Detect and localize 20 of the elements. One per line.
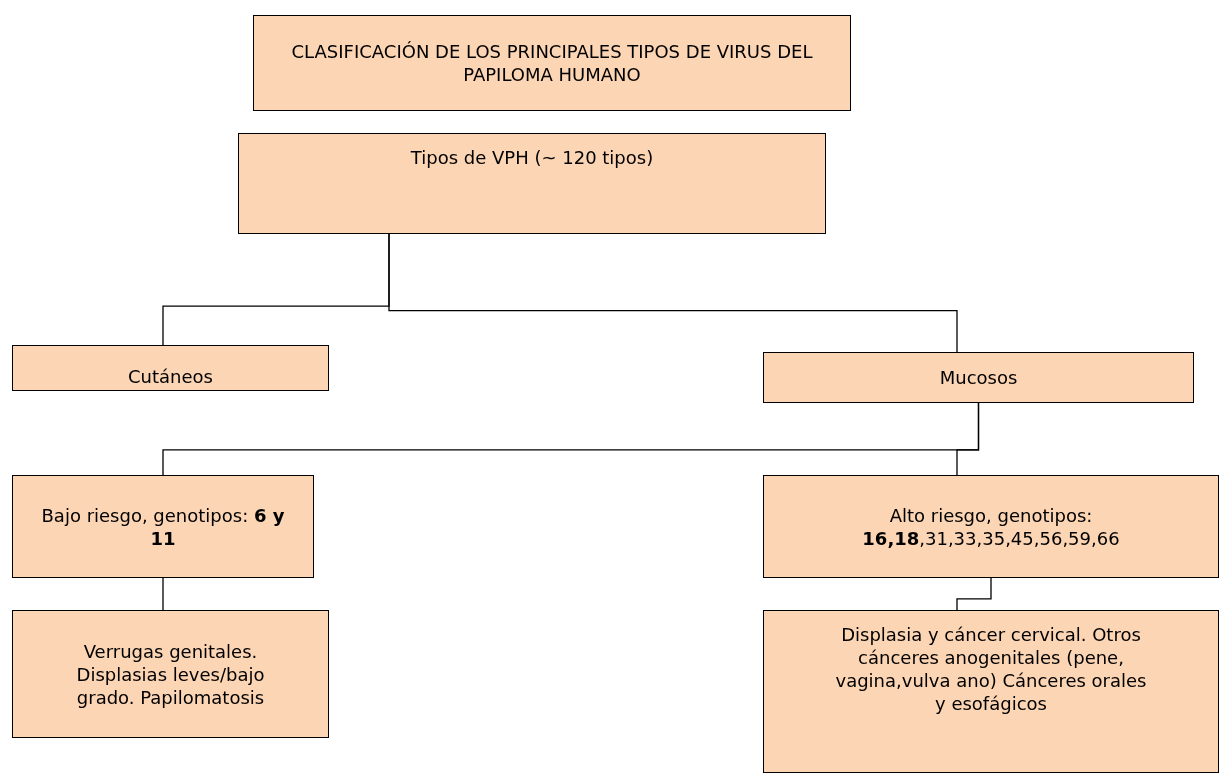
box-label: Cutáneos [128, 365, 213, 388]
process-box [763, 610, 1219, 773]
box-label: Alto riesgo, genotipos: 16,18,31,33,35,45,56,59,66 [861, 503, 1121, 550]
process-box [253, 15, 851, 111]
box-label: CLASIFICACIÓN DE LOS PRINCIPALES TIPOS DE VIRUS DEL PAPILOMA HUMANO [290, 40, 814, 86]
process-box [12, 610, 329, 738]
box-label: Displasia y cáncer cervical. Otros cánceres anogenitales (pene, vagina,vulva ano) Cánceres orales y esofágicos [834, 623, 1148, 715]
process-box [238, 133, 826, 234]
box-label: Verrugas genitales. Displasias leves/bajo grado. Papilomatosis [75, 639, 266, 709]
connector-line [956, 577, 992, 611]
connector-line [956, 402, 980, 476]
connector-line [162, 577, 164, 611]
box-label: Mucosos [939, 366, 1018, 389]
box-label: Bajo riesgo, genotipos: 6 y 11 [40, 503, 286, 550]
connector-line [388, 233, 958, 353]
process-box [763, 352, 1194, 403]
box-label: Tipos de VPH (~ 120 tipos) [410, 146, 654, 169]
process-box [12, 475, 314, 578]
process-box [12, 345, 329, 391]
process-box [763, 475, 1219, 578]
